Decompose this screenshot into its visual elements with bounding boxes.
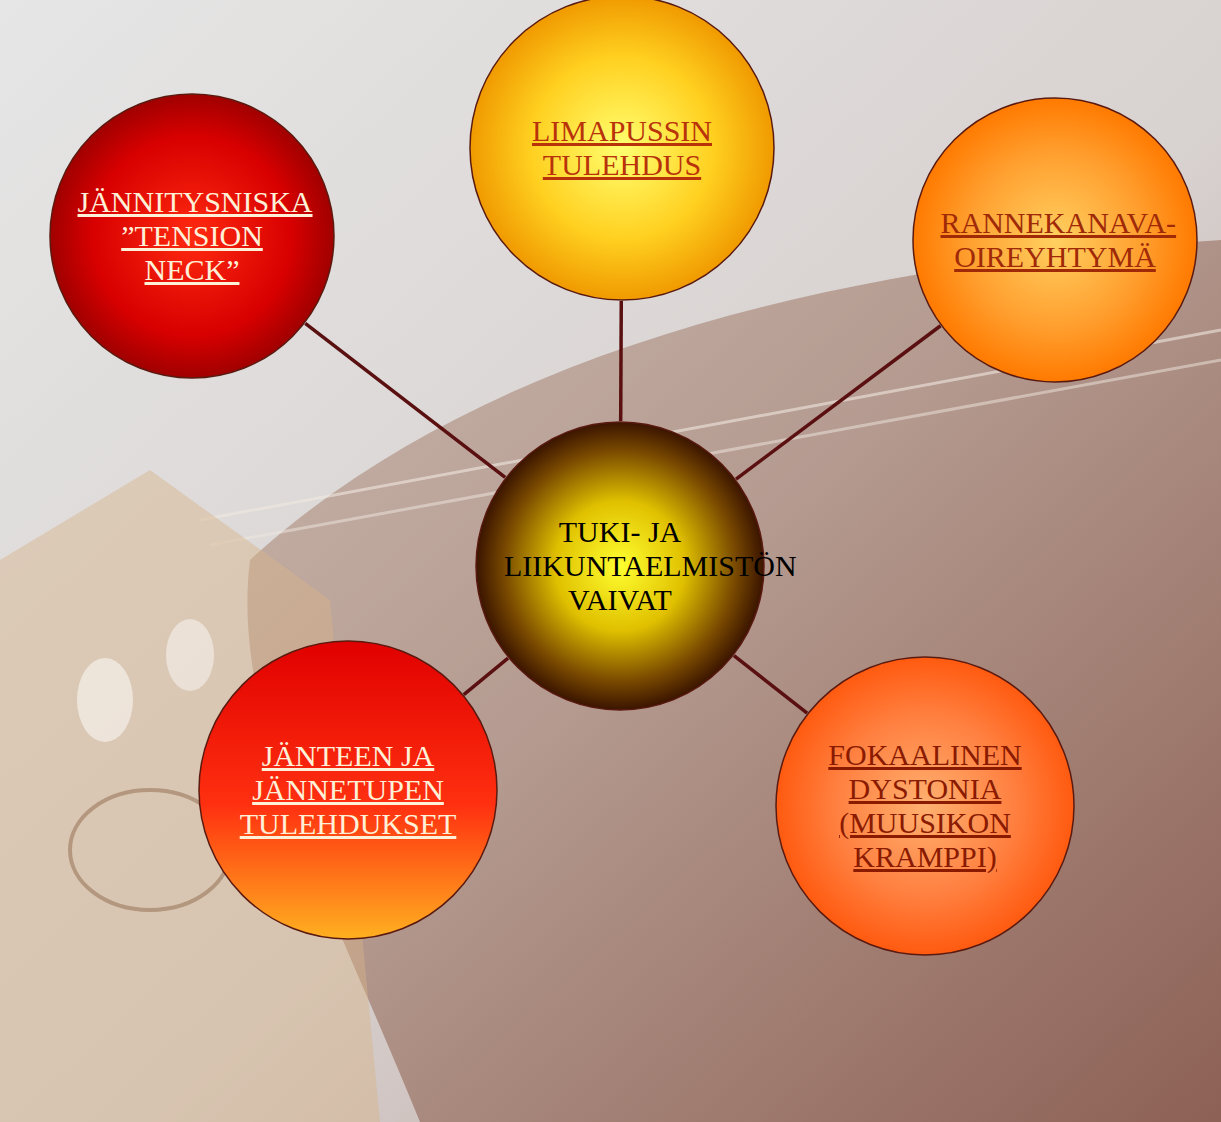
topic-circle: FOKAALINEN DYSTONIA (MUUSIKON KRAMPPI) <box>775 656 1075 956</box>
circle-label: RANNEKANAVA- OIREYHTYMÄ <box>941 206 1170 274</box>
connector-line <box>734 656 807 714</box>
topic-circle: LIMAPUSSIN TULEHDUS <box>469 0 775 301</box>
circle-label: LIMAPUSSIN TULEHDUS <box>500 114 745 182</box>
circle-outline <box>470 0 774 300</box>
circle-label: JÄNNITYSNISKA ”TENSION NECK” <box>78 185 307 287</box>
circle-outline <box>776 657 1074 955</box>
violin-peg <box>77 658 133 742</box>
circle-label: FOKAALINEN DYSTONIA (MUUSIKON KRAMPPI) <box>805 738 1045 874</box>
connector-line <box>736 326 941 479</box>
topic-circle: RANNEKANAVA- OIREYHTYMÄ <box>912 97 1198 383</box>
topic-circle: JÄNNITYSNISKA ”TENSION NECK” <box>49 93 335 379</box>
topic-circle: JÄNTEEN JA JÄNNETUPEN TULEHDUKSET <box>198 640 498 940</box>
circle-label: TUKI- JA LIIKUNTAELMISTÖN VAIVAT <box>504 515 736 617</box>
circle-label: JÄNTEEN JA JÄNNETUPEN TULEHDUKSET <box>228 739 468 841</box>
connector-line <box>619 301 623 421</box>
circle-outline <box>913 98 1197 382</box>
violin-peg <box>166 619 214 691</box>
circle-outline <box>199 641 497 939</box>
connector-line <box>464 658 508 694</box>
connector-line <box>305 323 505 477</box>
circle-outline <box>476 422 764 710</box>
circle-outline <box>50 94 334 378</box>
hub-circle: TUKI- JA LIIKUNTAELMISTÖN VAIVAT <box>475 421 765 711</box>
